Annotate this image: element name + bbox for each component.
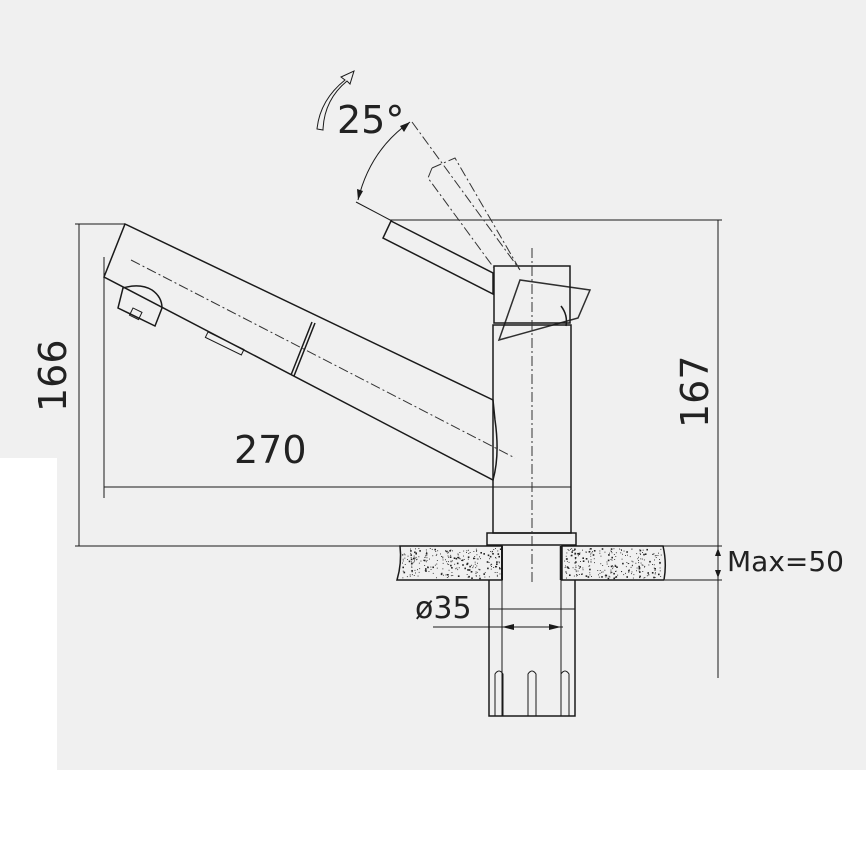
rotation-arrow-icon	[316, 70, 355, 131]
dimension-166: 166	[31, 223, 490, 547]
dimension-270: 270	[103, 257, 495, 498]
max-thickness-label: Max=50	[727, 545, 844, 578]
faucet-body	[486, 248, 592, 585]
hole-diameter-label: ø35	[415, 591, 472, 626]
reach-label: 270	[234, 428, 307, 472]
height-right-label: 167	[673, 355, 717, 428]
dimension-max-thickness: Max=50	[665, 545, 844, 678]
spray-head	[117, 285, 163, 328]
height-left-label: 166	[31, 339, 75, 412]
angle-label: 25°	[337, 98, 404, 142]
dimension-167: 167	[390, 219, 722, 547]
mounting-shank	[488, 580, 576, 717]
dimension-hole-diameter: ø35	[415, 591, 563, 630]
lever	[382, 121, 521, 296]
countertop-section	[380, 545, 700, 581]
angle-indicator: 25°	[316, 70, 411, 222]
background-panel-left	[0, 0, 57, 458]
